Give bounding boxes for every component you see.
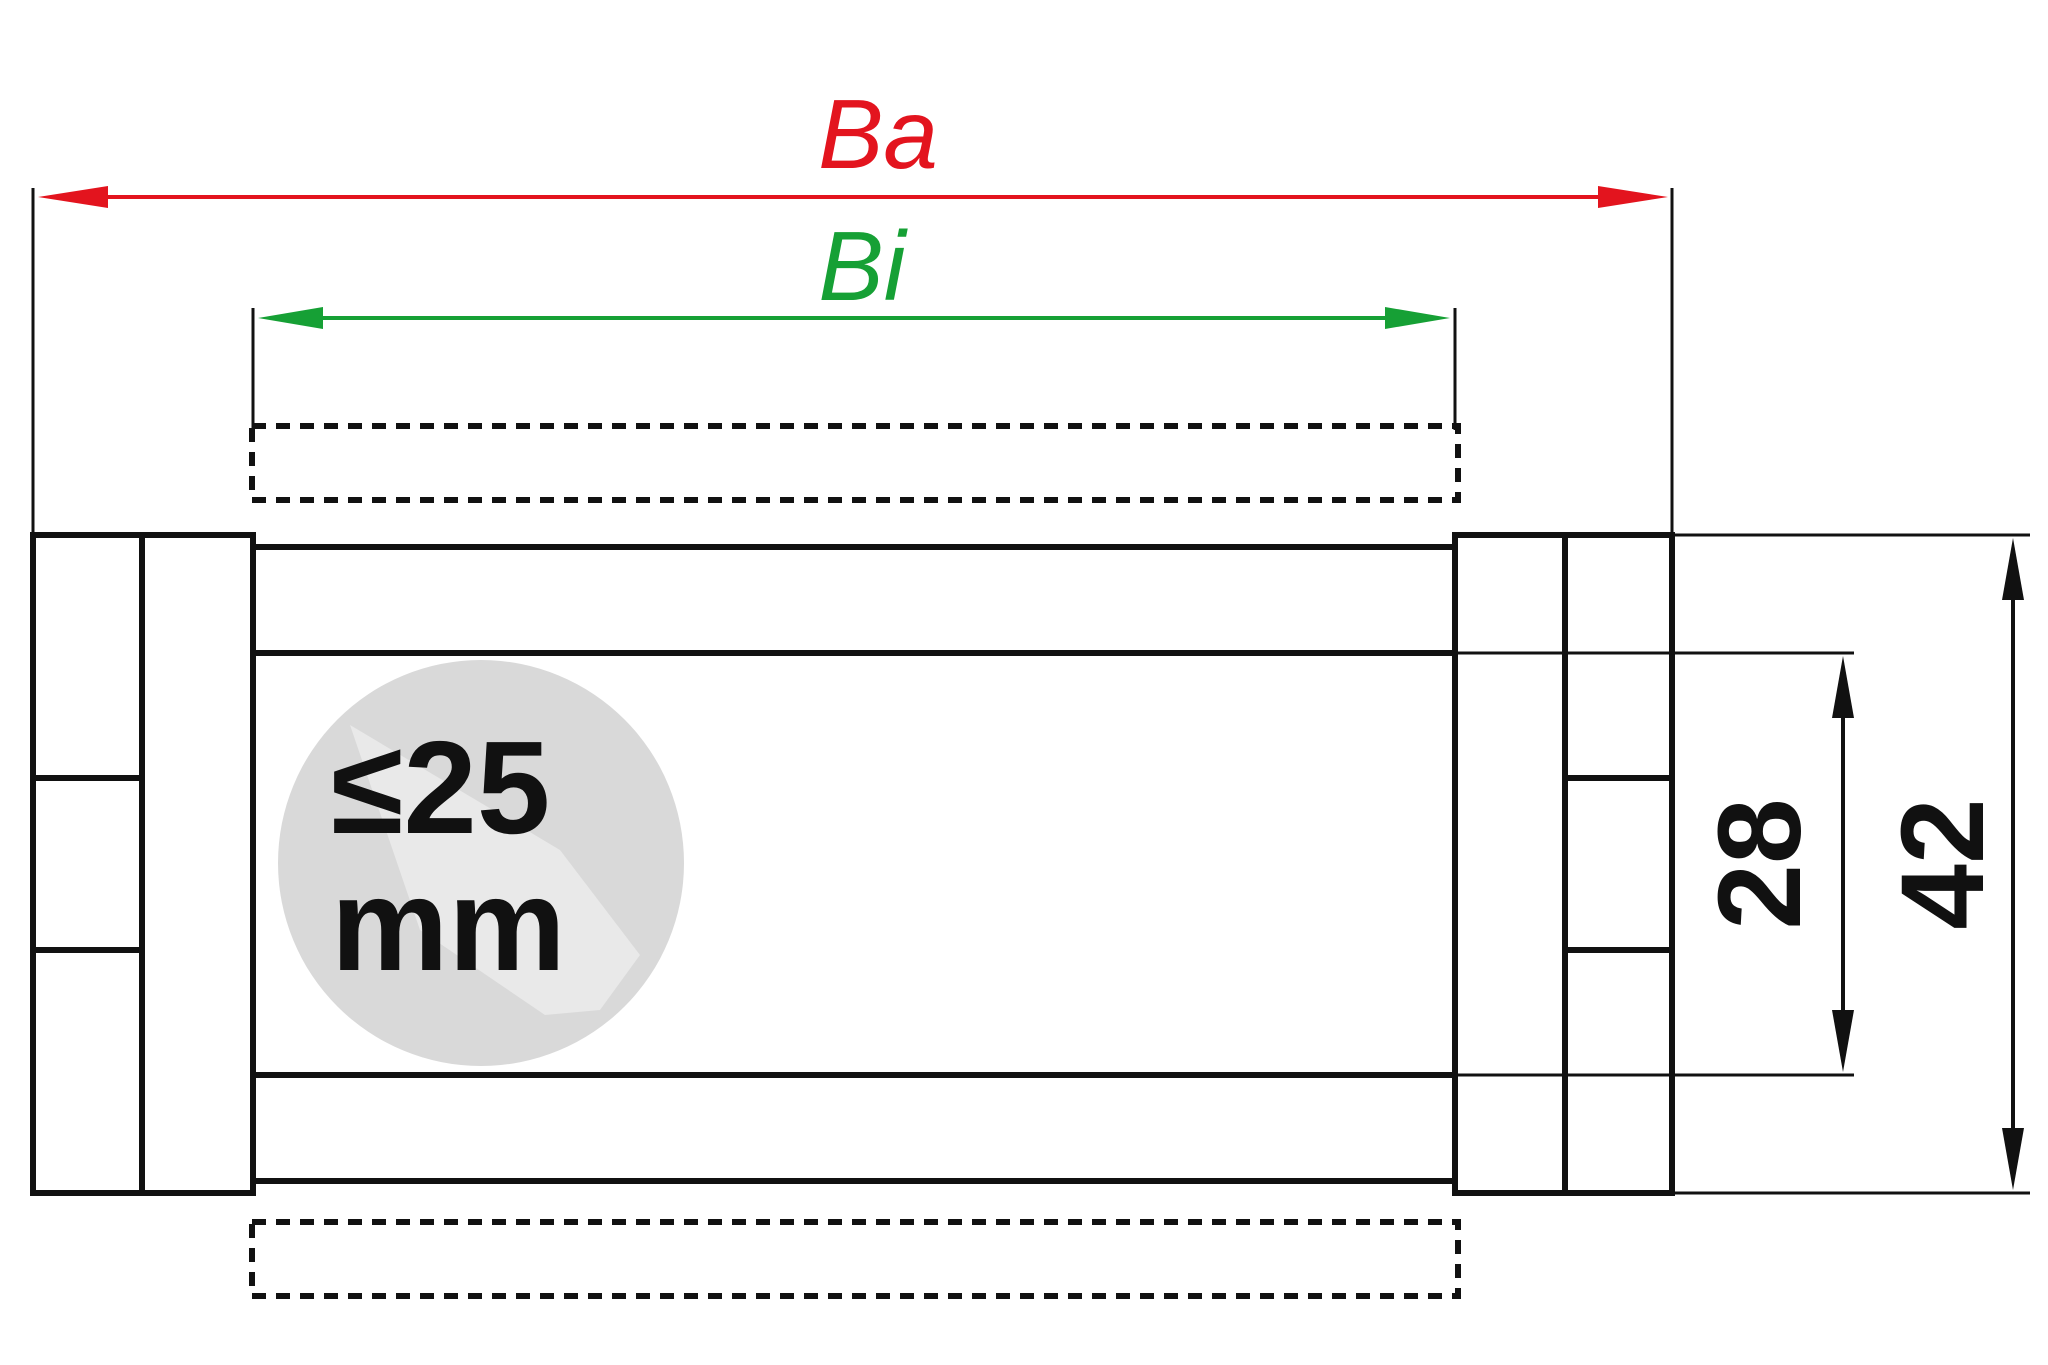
bi-label: Bi [818,211,907,321]
ba-right-arrowhead [1598,186,1668,208]
outer-height-bottom-arrowhead [2002,1128,2024,1190]
inner-height-label: 28 [1694,798,1826,929]
optional-top-crossbar-dashed [249,423,1461,503]
bottom-crossbar [250,1072,1458,1184]
inner-width-dimension: Bi [251,211,1457,430]
outer-height-dimension: 42 [1672,533,2030,1195]
bend-radius-badge: ≤25 mm [278,660,684,1066]
ba-label: Ba [818,79,938,189]
right-side-link [1452,532,1675,1196]
badge-unit-text: mm [331,851,566,998]
outer-width-dimension: Ba [31,79,1674,535]
optional-bottom-crossbar-dashed [249,1219,1461,1299]
inner-height-dimension: 28 [1455,651,1854,1077]
badge-arrow-watermark [350,725,640,1015]
top-crossbar [250,544,1458,656]
inner-height-top-arrowhead [1832,656,1854,718]
ba-left-arrowhead [38,186,108,208]
bi-right-arrowhead [1385,307,1450,329]
outer-height-label: 42 [1877,798,2009,929]
outer-height-top-arrowhead [2002,538,2024,600]
badge-value-text: ≤25 [331,714,550,861]
bi-left-arrowhead [258,307,323,329]
left-side-link [30,532,256,1196]
inner-height-bottom-arrowhead [1832,1010,1854,1072]
